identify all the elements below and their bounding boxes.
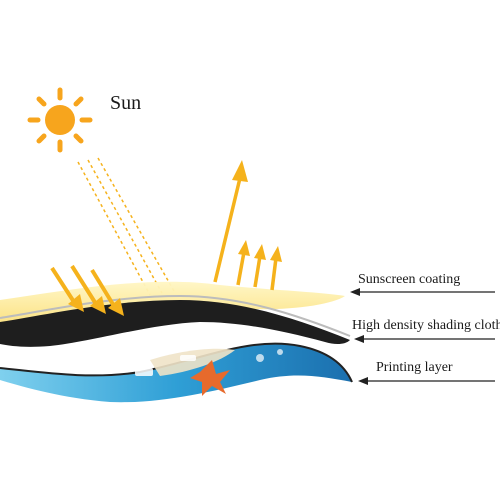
- incoming-rays: [77, 157, 175, 296]
- pointer-arrows: [350, 288, 495, 385]
- reflected-arrows: [213, 160, 282, 291]
- print-image: [135, 348, 283, 396]
- sun-icon: [27, 87, 93, 153]
- label-printing-layer: Printing layer: [376, 360, 453, 375]
- label-shading-cloth: High density shading cloth: [352, 318, 500, 333]
- label-sunscreen-coating: Sunscreen coating: [358, 272, 461, 287]
- shading-cloth-layer: [0, 300, 350, 347]
- shading-cloth-edge: [0, 294, 351, 337]
- sun-label: Sun: [110, 92, 142, 114]
- incoming-arrows: [50, 264, 124, 316]
